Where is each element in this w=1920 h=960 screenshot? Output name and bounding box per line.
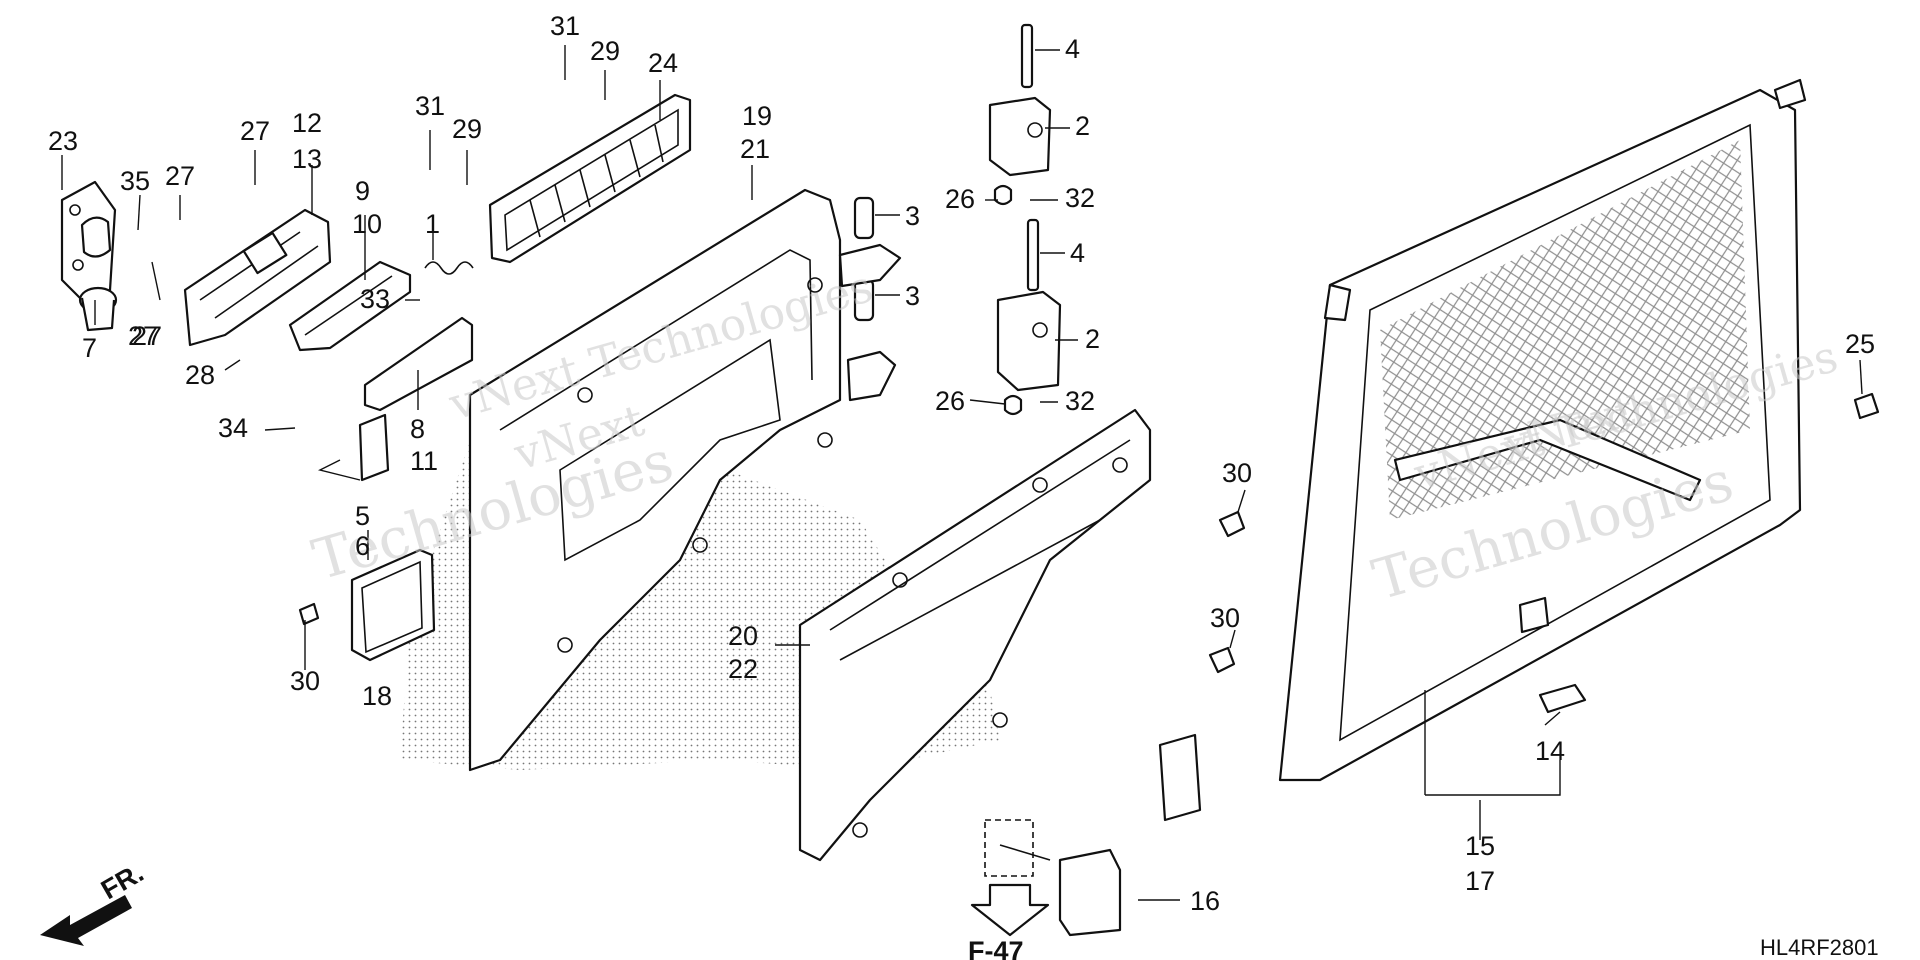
callout-26: 26 xyxy=(935,386,965,416)
callout-21: 21 xyxy=(740,134,770,164)
callout-29: 29 xyxy=(452,114,482,144)
clip-parts xyxy=(298,510,1246,674)
front-direction-indicator: FR. xyxy=(40,857,149,946)
callout-23: 23 xyxy=(48,126,78,156)
callout-2: 2 xyxy=(1075,111,1090,141)
cover-part xyxy=(350,548,436,662)
lower-hinge-part xyxy=(996,218,1062,416)
front-arrow-icon xyxy=(40,895,132,946)
callout-17: 17 xyxy=(1465,866,1495,896)
callout-16: 16 xyxy=(1190,886,1220,916)
callout-3: 3 xyxy=(905,281,920,311)
leader-lines xyxy=(61,45,1863,901)
callout-27: 27 xyxy=(132,321,162,351)
callout-7: 7 xyxy=(82,333,97,363)
callout-6: 6 xyxy=(355,531,370,561)
callout-35: 35 xyxy=(120,166,150,196)
callout-26: 26 xyxy=(945,184,975,214)
callout-27: 27 xyxy=(240,116,270,146)
callout-11: 11 xyxy=(410,446,438,476)
callout-28: 28 xyxy=(185,360,215,390)
callout-4: 4 xyxy=(1065,34,1080,64)
callout-30: 30 xyxy=(290,666,320,696)
net-frame-part xyxy=(1158,78,1807,822)
callout-9: 9 xyxy=(355,176,370,206)
diagram-code: HL4RF2801 xyxy=(1760,935,1879,960)
callout-1: 1 xyxy=(425,209,440,239)
callout-5: 5 xyxy=(355,501,370,531)
front-label: FR. xyxy=(96,857,149,905)
callout-31: 31 xyxy=(550,11,580,41)
callout-34: 34 xyxy=(218,413,248,443)
clip-14-part xyxy=(1538,683,1587,714)
clip-25-part xyxy=(1853,392,1880,420)
callout-32: 32 xyxy=(1065,386,1095,416)
callout-27-lower: 27 xyxy=(128,321,158,351)
callout-12: 12 xyxy=(292,108,322,138)
door-panel-right-part xyxy=(798,408,1152,862)
callout-33: 33 xyxy=(360,284,390,314)
spring-part xyxy=(424,261,474,275)
callout-10: 10 xyxy=(352,209,382,239)
roller-part xyxy=(78,286,118,332)
upper-hinge-part xyxy=(988,23,1052,206)
latch-housing-part xyxy=(183,208,332,347)
callout-18: 18 xyxy=(362,681,392,711)
callout-3: 3 xyxy=(905,201,920,231)
callout-32: 32 xyxy=(1065,183,1095,213)
callout-15: 15 xyxy=(1465,831,1495,861)
reference-arrow: F-47 xyxy=(968,883,1050,960)
callout-29: 29 xyxy=(590,36,620,66)
grab-handle-part xyxy=(984,819,1122,937)
callout-14: 14 xyxy=(1535,736,1565,766)
callout-8: 8 xyxy=(410,414,425,444)
hinge-bushing-parts xyxy=(838,196,902,402)
callout-2: 2 xyxy=(1085,324,1100,354)
callout-25: 25 xyxy=(1845,329,1875,359)
bracket-part xyxy=(363,316,474,412)
callout-30: 30 xyxy=(1222,458,1252,488)
callout-20: 20 xyxy=(728,621,758,651)
callout-31: 31 xyxy=(415,91,445,121)
handle-part xyxy=(288,260,412,352)
hinge-plate-part xyxy=(60,180,117,302)
callout-13: 13 xyxy=(292,144,322,174)
callout-22: 22 xyxy=(728,654,758,684)
callout-19: 19 xyxy=(742,101,772,131)
door-panel-left-part xyxy=(468,188,842,772)
callout-labels: 23 35 27 27 13 12 27 7 27 28 9 10 1 31 2… xyxy=(48,11,1875,916)
callout-30: 30 xyxy=(1210,603,1240,633)
callout-24: 24 xyxy=(648,48,678,78)
grille-part xyxy=(488,93,692,264)
callout-4: 4 xyxy=(1070,238,1085,268)
callout-27: 27 xyxy=(165,161,195,191)
reference-label: F-47 xyxy=(968,936,1024,960)
striker-part xyxy=(358,413,390,482)
